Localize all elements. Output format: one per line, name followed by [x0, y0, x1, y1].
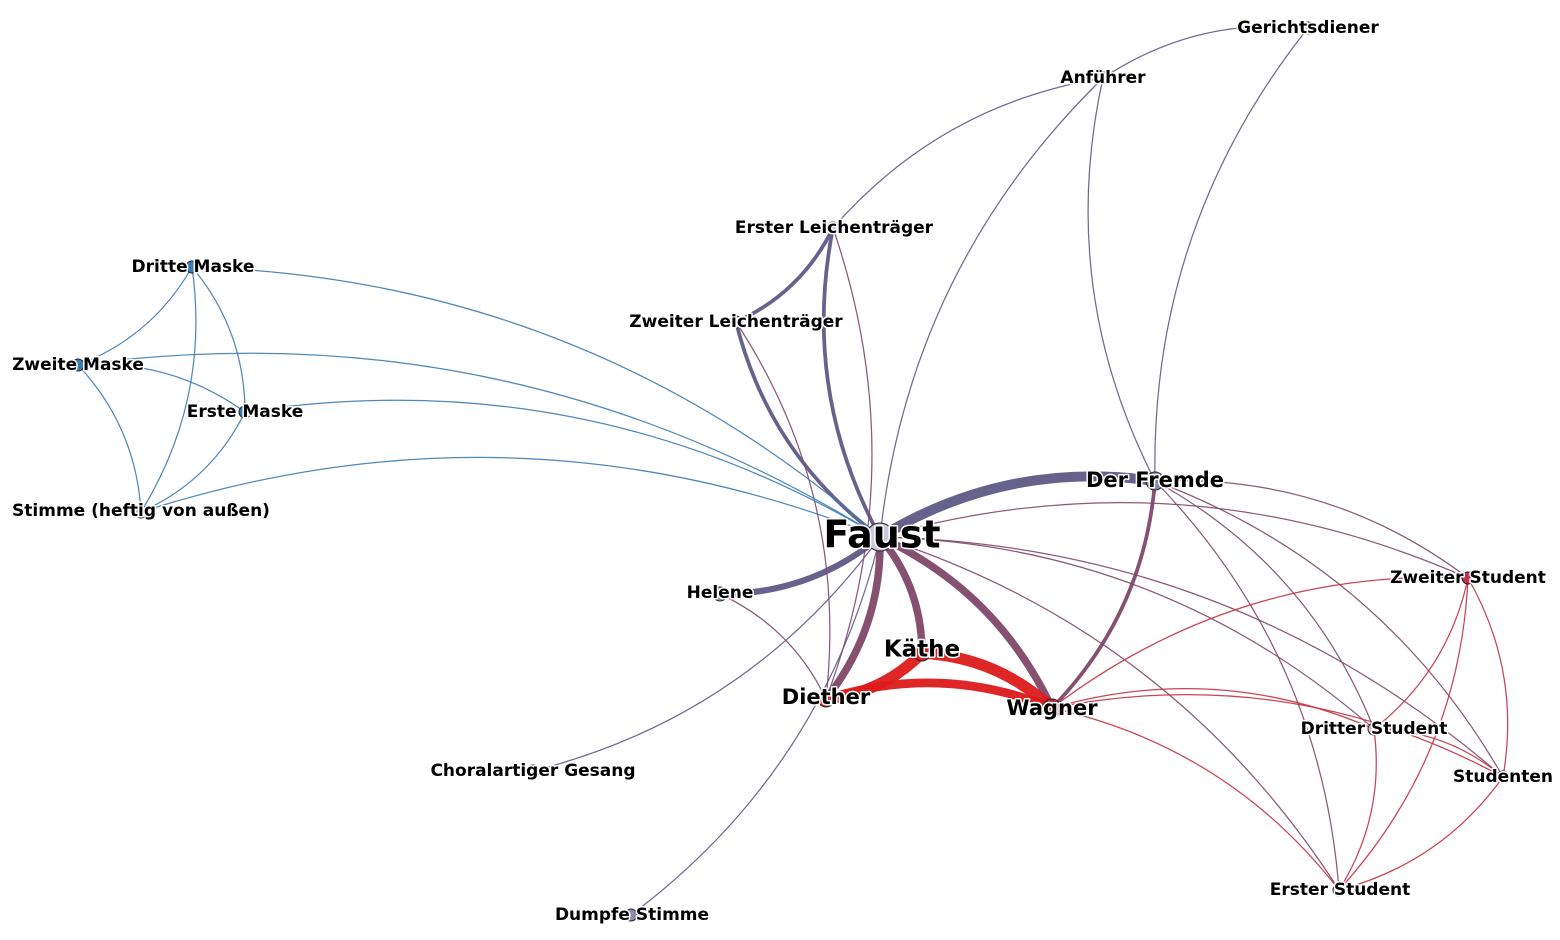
edge-erster-leichentraeger-anfuehrer [832, 77, 1104, 229]
node-label-der-fremde: Der Fremde [1086, 468, 1224, 492]
node-diether[interactable] [817, 690, 835, 708]
edge-der-fremde-dritter-student [1154, 480, 1375, 730]
node-dumpfe-stimme[interactable] [624, 908, 638, 922]
edge-faust-wagner [876, 533, 1056, 712]
node-label-studenten: Studenten [1453, 767, 1553, 787]
edge-anfuehrer-gerichtsdiener [1102, 25, 1309, 79]
edge-kaethe-wagner [916, 647, 1058, 714]
edge-zweite-maske-stimme [77, 364, 142, 513]
node-label-choralartiger-gesang: Choralartiger Gesang [430, 761, 635, 781]
node-label-dritte-maske: Dritte Maske [132, 257, 255, 277]
node-kaethe[interactable] [913, 644, 931, 662]
node-der-fremde[interactable] [1145, 471, 1165, 491]
edge-dritte-maske-erste-maske [191, 266, 246, 413]
edge-der-fremde-gerichtsdiener [1154, 27, 1309, 482]
edge-faust-helene [716, 533, 884, 598]
node-dritter-student[interactable] [1367, 722, 1381, 736]
edge-dritte-maske-zweite-maske [77, 266, 193, 366]
edge-der-fremde-anfuehrer [1087, 77, 1156, 482]
node-label-erster-student: Erster Student [1270, 880, 1410, 900]
node-label-erster-leichentraeger: Erster Leichenträger [735, 218, 934, 238]
node-gerichtsdiener[interactable] [1301, 21, 1315, 35]
edge-erste-maske-faust [244, 399, 881, 538]
node-label-gerichtsdiener: Gerichtsdiener [1237, 18, 1379, 38]
edge-faust-studenten [879, 536, 1504, 778]
node-label-dumpfe-stimme: Dumpfe Stimme [555, 905, 709, 925]
edge-faust-dritter-student [879, 536, 1375, 730]
edge-zweiter-student-dritter-student [1373, 577, 1469, 730]
edge-erster-leichentraeger-diether [825, 227, 873, 700]
edge-dritte-maske-faust [191, 266, 881, 538]
edge-der-fremde-studenten [1154, 480, 1504, 778]
node-label-erste-maske: Erste Maske [187, 402, 304, 422]
edge-zweite-maske-erste-maske [77, 363, 246, 413]
edge-der-fremde-erster-student [1154, 480, 1340, 891]
node-label-anfuehrer: Anführer [1060, 68, 1146, 88]
edge-faust-choralartiger-gesang [532, 536, 881, 772]
edge-dritte-maske-stimme [140, 266, 197, 513]
node-zweiter-student[interactable] [1461, 571, 1475, 585]
edge-faust-dumpfe-stimme [630, 536, 881, 916]
edge-der-fremde-wagner [1050, 479, 1157, 710]
node-label-diether: Diether [782, 685, 871, 709]
edge-erster-leichentraeger-zweiter-leichentraeger [734, 226, 835, 324]
edge-zweite-maske-faust [77, 352, 881, 538]
edge-erste-maske-stimme [140, 411, 246, 513]
edge-diether-wagner [821, 678, 1057, 713]
node-stimme[interactable] [134, 505, 148, 519]
edge-faust-der-fremde [875, 471, 1160, 542]
edge-wagner-erster-student [1051, 707, 1340, 891]
edge-faust-erster-leichentraeger [821, 226, 882, 539]
edge-faust-erster-student [879, 536, 1340, 891]
node-label-wagner: Wagner [1006, 696, 1098, 720]
edge-stimme-faust [140, 456, 881, 538]
edge-dritter-student-studenten [1373, 728, 1504, 778]
node-label-faust: Faust [823, 513, 940, 557]
node-label-kaethe: Käthe [884, 637, 960, 663]
edge-faust-diether [822, 533, 884, 703]
edge-faust-zweiter-student [879, 501, 1469, 579]
edge-zweiter-leichentraeger-diether [735, 321, 831, 700]
edge-zweiter-student-erster-student [1338, 577, 1469, 891]
node-erste-maske[interactable] [238, 405, 252, 419]
edge-wagner-dritter-student [1051, 687, 1375, 730]
node-zweiter-leichentraeger[interactable] [729, 315, 743, 329]
edge-faust-anfuehrer [879, 77, 1104, 538]
node-label-zweiter-leichentraeger: Zweiter Leichenträger [629, 312, 843, 332]
edge-studenten-erster-student [1338, 776, 1504, 891]
edge-helene-diether [719, 593, 827, 700]
edge-wagner-studenten [1051, 693, 1504, 778]
node-label-zweiter-student: Zweiter Student [1390, 568, 1546, 588]
edge-dritter-student-erster-student [1338, 728, 1377, 891]
node-wagner[interactable] [1042, 698, 1062, 718]
node-label-stimme: Stimme (heftig von außen) [12, 501, 270, 521]
edge-layer [77, 25, 1509, 916]
node-erster-student[interactable] [1332, 883, 1346, 897]
edge-der-fremde-zweiter-student [1154, 479, 1469, 579]
edge-faust-zweiter-leichentraeger [734, 320, 882, 539]
node-helene[interactable] [712, 586, 728, 602]
edge-wagner-zweiter-student [1051, 576, 1469, 709]
edge-zweiter-student-studenten [1467, 577, 1509, 778]
node-faust[interactable] [865, 522, 895, 552]
node-label-zweite-maske: Zweite Maske [12, 355, 144, 375]
node-label-dritter-student: Dritter Student [1301, 719, 1448, 739]
node-zweite-maske[interactable] [71, 358, 85, 372]
node-anfuehrer[interactable] [1096, 71, 1110, 85]
node-label-helene: Helene [687, 583, 754, 603]
node-studenten[interactable] [1496, 770, 1510, 784]
node-choralartiger-gesang[interactable] [526, 764, 540, 778]
node-erster-leichentraeger[interactable] [826, 221, 840, 235]
node-dritte-maske[interactable] [185, 260, 199, 274]
node-layer [71, 21, 1510, 922]
